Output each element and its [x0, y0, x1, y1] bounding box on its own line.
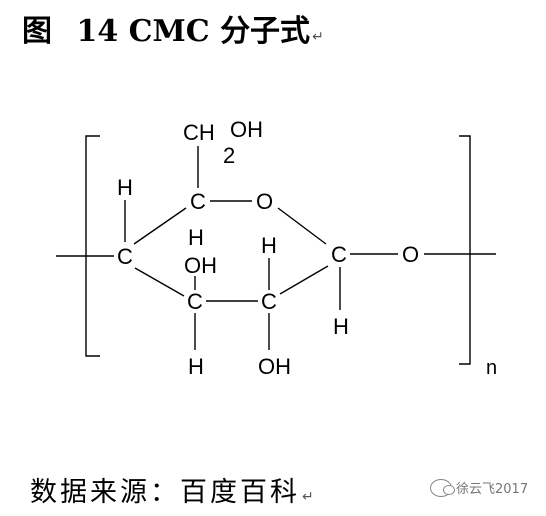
atom-c-right: C [331, 242, 347, 267]
atom-c-lower-left: C [187, 289, 203, 314]
source-text: 数据来源：百度百科 [30, 477, 300, 508]
label-oh-lower-right: OH [258, 354, 291, 379]
source-caption: 数据来源：百度百科↵ [30, 470, 314, 509]
atom-o-glycosidic: O [402, 242, 419, 267]
watermark: 徐云飞2017 [430, 478, 528, 497]
label-h-under-top: H [188, 225, 204, 250]
label-oh-lower-left: OH [184, 253, 217, 278]
bond-cleft-ctop [133, 207, 187, 245]
figure-title: 图 14 CMC 分子式↵ [22, 6, 324, 50]
atom-ch2-subscript: 2 [223, 143, 235, 168]
right-bracket [459, 135, 471, 365]
atom-c-left: C [117, 244, 133, 269]
label-h-right-up: H [261, 233, 277, 258]
paragraph-mark: ↵ [302, 489, 314, 505]
label-h-top-left: H [117, 175, 133, 200]
watermark-text: 徐云飞2017 [456, 482, 529, 497]
atom-o-ring: O [256, 189, 273, 214]
figure-label: 图 [22, 14, 52, 49]
bond-cleft-clowerleft [134, 267, 185, 297]
figure-number: 14 [76, 14, 119, 49]
atom-oh-top: OH [230, 117, 263, 142]
paragraph-mark: ↵ [312, 29, 324, 45]
atom-c-top: C [190, 189, 206, 214]
figure-name: CMC 分子式 [128, 14, 311, 49]
atom-ch: CH [183, 120, 215, 145]
label-h-right-down: H [333, 314, 349, 339]
bond-clowerright-cright [279, 265, 329, 295]
atom-c-lower-right: C [261, 289, 277, 314]
bond-oring-cright [277, 207, 327, 245]
label-repeat-n: n [486, 357, 497, 379]
left-bracket [85, 135, 100, 357]
wechat-icon [430, 478, 455, 497]
label-h-lower-left: H [188, 354, 204, 379]
